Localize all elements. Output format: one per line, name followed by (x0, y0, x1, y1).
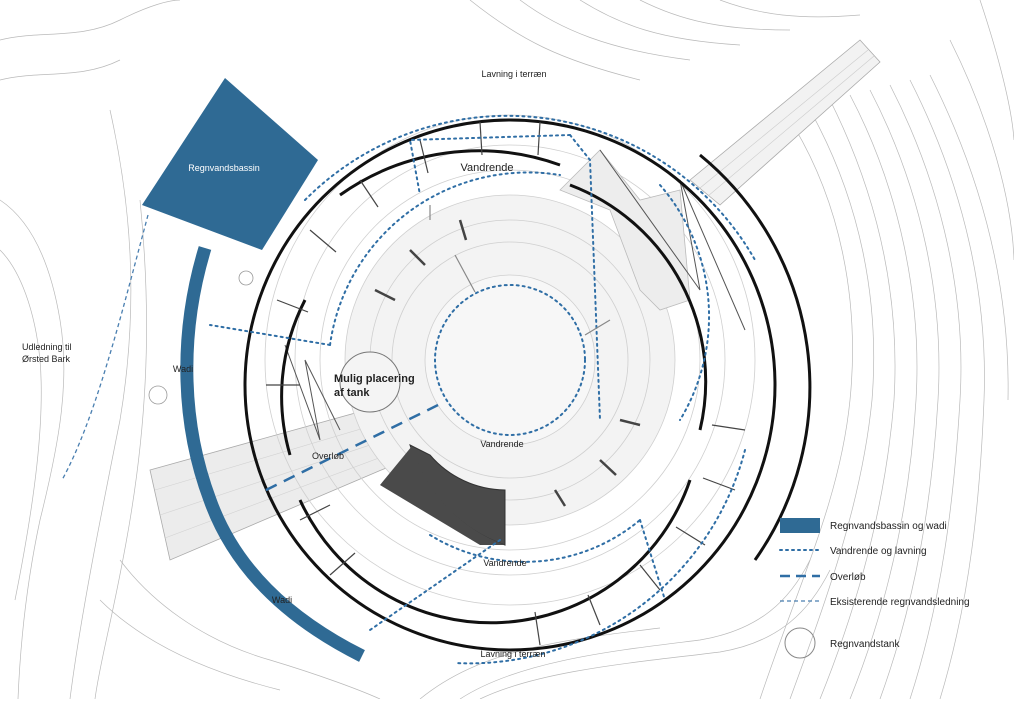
vandrende-ring-mid (329, 171, 710, 563)
rainwater-basin (142, 78, 318, 250)
label-lavning-top: Lavning i terræn (481, 69, 546, 79)
label-basin: Regnvandsbassin (188, 163, 260, 173)
overflow-line (261, 403, 439, 494)
legend-swatch-basin (780, 518, 820, 533)
flow-arrows (429, 205, 611, 336)
legend-swatch-circle (784, 627, 816, 659)
label-lavning-bottom: Lavning i terræn (480, 649, 545, 659)
inner-spokes (374, 219, 641, 507)
label-vandrende-top: Vandrende (460, 162, 513, 174)
zigzag-ramp-east (599, 149, 746, 331)
dotted-link-2 (569, 134, 601, 421)
label-udledning-2: Ørsted Bark (22, 354, 71, 364)
label-wadi-bottom: Wadi (272, 595, 292, 605)
legend-label-basin: Regnvandsbassin og wadi (830, 521, 947, 532)
inner-wall-west (280, 299, 307, 456)
dotted-link-5 (639, 519, 666, 601)
small-circle-west (148, 385, 168, 405)
label-tank-2: af tank (334, 387, 370, 399)
outer-spokes (266, 121, 746, 646)
small-circle-north (238, 270, 254, 286)
label-overlob: Overløb (312, 451, 344, 461)
legend-label-dashed: Overløb (830, 572, 866, 583)
legend: Regnvandsbassin og wadi Vandrende og lav… (779, 518, 970, 659)
lavning-outer-ring (304, 114, 756, 665)
label-wadi-left: Wadi (173, 364, 193, 374)
legend-label-tank: Regnvandstank (830, 639, 900, 650)
zigzag-ramp-west (284, 344, 341, 441)
existing-pipe (61, 214, 149, 481)
inner-wall-north (339, 149, 561, 197)
inner-wall-south (298, 479, 692, 625)
legend-label-dotted: Vandrende og lavning (830, 546, 927, 557)
rainwater-tank (339, 351, 401, 413)
legend-label-existing: Eksisterende regnvandsledning (830, 597, 970, 608)
label-udledning-1: Udledning til (22, 342, 72, 352)
dotted-link-3 (209, 324, 331, 346)
building-block-ext (380, 446, 505, 545)
label-vandrende-bottom: Vandrende (483, 558, 526, 568)
wadi-arc (180, 246, 365, 662)
outer-wall (243, 118, 777, 652)
label-tank-1: Mulig placering (334, 373, 415, 385)
access-road-north (689, 39, 881, 206)
label-vandrende-center: Vandrende (480, 439, 523, 449)
inner-wall-east (569, 183, 708, 431)
central-dotted-ring (434, 284, 586, 436)
dotted-link-1 (408, 134, 571, 196)
bowl-rings (264, 114, 756, 606)
outer-arc-east (699, 153, 812, 561)
dotted-link-4 (369, 539, 501, 631)
